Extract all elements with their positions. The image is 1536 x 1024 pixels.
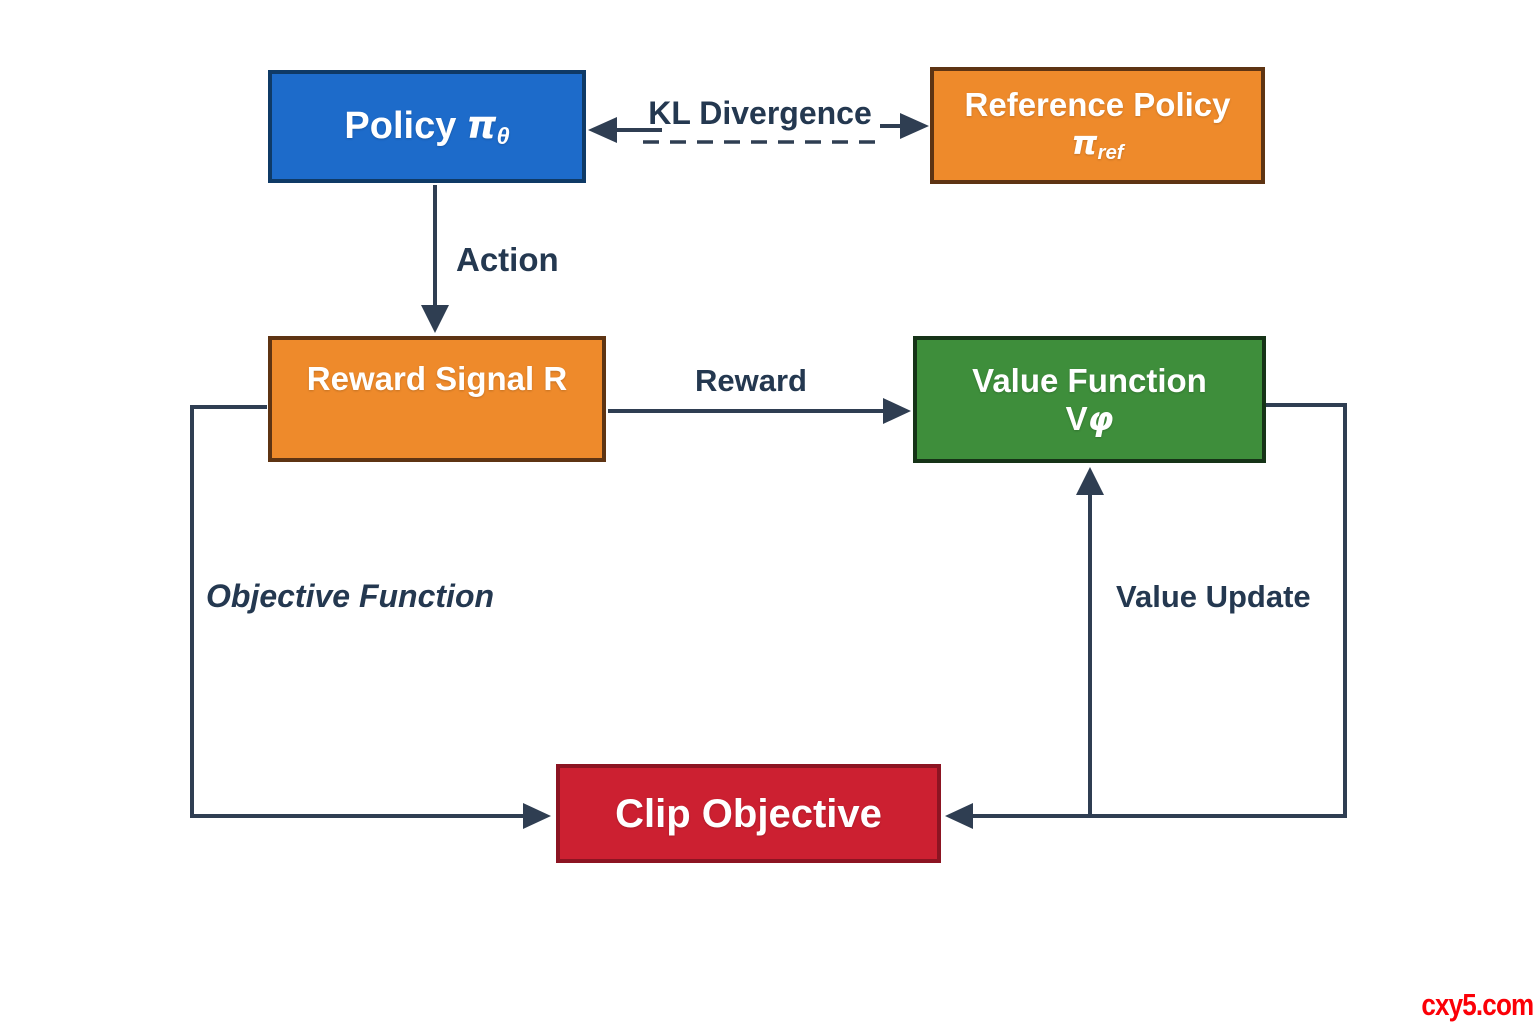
watermark-text: cxy5.com bbox=[1421, 987, 1534, 1022]
value-function-node: Value Function Vφ bbox=[913, 336, 1266, 463]
kl-divergence-connector bbox=[588, 113, 929, 144]
action-arrow bbox=[421, 185, 449, 333]
reward-signal-node: Reward Signal R bbox=[268, 336, 606, 462]
value-loop-connector bbox=[945, 403, 1347, 829]
value-update-arrow bbox=[1076, 467, 1104, 814]
reference-policy-node: Reference Policy πref bbox=[930, 67, 1265, 184]
reference-policy-label: Reference Policy bbox=[964, 86, 1231, 124]
reference-policy-symbol: πref bbox=[1071, 124, 1123, 165]
objective-function-connector bbox=[190, 405, 551, 829]
reward-arrow bbox=[608, 398, 911, 424]
phi-symbol: φ bbox=[1087, 398, 1114, 438]
pi-symbol: π bbox=[466, 102, 497, 147]
ref-subscript: ref bbox=[1097, 141, 1124, 165]
value-function-symbol: Vφ bbox=[1065, 398, 1114, 438]
objective-function-label: Objective Function bbox=[206, 578, 495, 614]
theta-subscript: θ bbox=[496, 122, 510, 149]
pi-symbol: π bbox=[1071, 123, 1098, 163]
policy-label-text: Policy bbox=[344, 104, 457, 147]
value-update-label: Value Update bbox=[1116, 579, 1311, 614]
v-symbol: V bbox=[1065, 399, 1088, 437]
action-label: Action bbox=[456, 241, 559, 278]
value-function-label: Value Function bbox=[972, 361, 1207, 399]
clip-objective-label: Clip Objective bbox=[615, 791, 882, 836]
reward-label: Reward bbox=[695, 363, 807, 398]
reward-signal-label: Reward Signal R bbox=[306, 360, 568, 397]
kl-divergence-label: KL Divergence bbox=[648, 95, 872, 131]
clip-objective-node: Clip Objective bbox=[556, 764, 941, 863]
